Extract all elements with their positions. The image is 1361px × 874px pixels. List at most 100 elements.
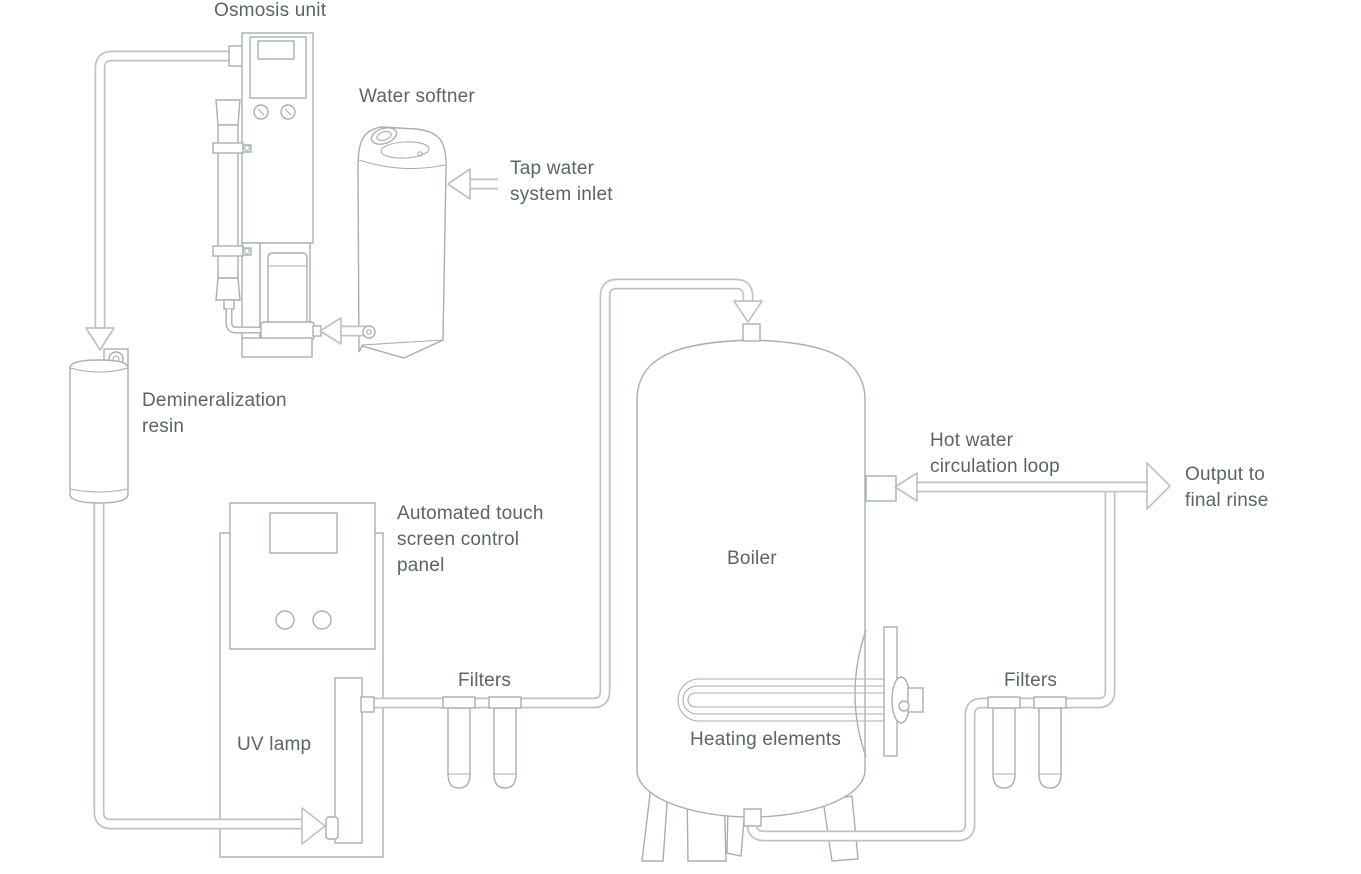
label-uv-lamp: UV lamp: [237, 732, 311, 758]
softener-tank-body: [357, 126, 447, 359]
resin-cylinder: [69, 359, 129, 504]
water-softener-device: [357, 126, 447, 359]
osmosis-pump-body: [267, 252, 308, 326]
arrow-into-boiler-top: [733, 300, 763, 323]
filter-cap: [488, 696, 522, 709]
boiler-side-bulge: [854, 629, 867, 758]
arrow-into-osmosis-pump: [319, 317, 342, 345]
label-tap-water-inlet-line2: system inlet: [510, 184, 613, 205]
osmosis-display-screen: [257, 40, 295, 60]
boiler-bottom-nozzle: [743, 808, 762, 827]
resin-bottom-rim: [69, 488, 129, 493]
softener-bottom-edge: [361, 339, 444, 346]
arrow-output-final-rinse: [1146, 462, 1171, 510]
pipe-osmosis-to-resin-bore: [96, 52, 232, 327]
osmosis-left-column: [241, 242, 261, 341]
membrane-bracket-bolt: [243, 144, 251, 152]
label-control-panel-line2: screen control: [397, 529, 520, 550]
softener-cap-inner: [376, 130, 392, 142]
osmosis-inlet-fitting: [228, 45, 244, 67]
label-filters-left-text: Filters: [458, 670, 512, 691]
label-demineralization-resin: Demineralization resin: [142, 388, 287, 440]
label-hot-water-loop-line2: circulation loop: [930, 456, 1060, 477]
panel-button[interactable]: [275, 610, 295, 630]
arrow-tap-water-inlet: [447, 168, 471, 200]
osmosis-base: [241, 337, 313, 358]
pipe-osmosis-to-resin: [94, 50, 232, 327]
uv-lamp-bar: [334, 677, 363, 844]
boiler-leg: [822, 795, 859, 862]
uv-lamp-outlet-fitting: [360, 696, 375, 713]
softener-head-seam: [358, 159, 446, 170]
touch-screen[interactable]: [269, 512, 338, 554]
heating-element-tubes: [677, 678, 886, 722]
control-panel: [229, 502, 376, 650]
label-heating-elements-text: Heating elements: [690, 729, 842, 750]
label-uv-lamp-text: UV lamp: [237, 734, 312, 755]
membrane-clamp: [212, 142, 244, 154]
panel-button[interactable]: [312, 610, 332, 630]
membrane-clamp: [212, 245, 244, 257]
label-hot-water-loop-line1: Hot water: [930, 430, 1014, 451]
label-filters-right: Filters: [1004, 668, 1057, 694]
label-tap-water-inlet: Tap water system inlet: [510, 156, 613, 208]
label-water-softner: Water softner: [359, 84, 475, 110]
filter-cartridge: [1038, 707, 1062, 789]
softener-outlet-valve-dot: [366, 329, 372, 335]
membrane-bracket-bolt: [243, 247, 251, 255]
softener-top-dot: [417, 151, 423, 157]
osmosis-unit-device: [212, 32, 322, 358]
heating-tube-middle: [682, 685, 886, 715]
boiler: [636, 323, 924, 862]
heating-element-bolt: [898, 700, 910, 712]
softener-to-osmosis-connection: [319, 317, 376, 345]
heating-tube-inner: [687, 692, 886, 708]
uv-lamp-inlet-fitting: [325, 816, 339, 840]
label-filters-right-text: Filters: [1004, 670, 1058, 691]
label-heating-elements: Heating elements: [690, 727, 841, 753]
osmosis-pump-manifold: [260, 321, 315, 341]
pipe-boiler-to-loop-bore: [748, 489, 1114, 840]
label-demineralization-line1: Demineralization: [142, 390, 287, 411]
label-output-line2: final rinse: [1185, 490, 1269, 511]
heating-tube-outer: [677, 678, 886, 722]
filter-cap: [1033, 696, 1067, 709]
membrane-top-cap: [215, 99, 241, 126]
filter-cap: [987, 696, 1021, 709]
uv-lamp-unit: [325, 677, 375, 844]
softener-top-basin: [380, 141, 430, 159]
label-output-line1: Output to: [1185, 464, 1265, 485]
label-boiler: Boiler: [727, 546, 777, 572]
label-osmosis-unit: Osmosis unit: [214, 0, 326, 24]
filters-right-group: [987, 696, 1067, 789]
pipes: [93, 50, 1148, 842]
heating-element-fitting: [907, 687, 924, 713]
boiler-tank-body: [636, 339, 866, 818]
membrane-to-pump-tube-bore: [226, 309, 263, 333]
label-osmosis-unit-text: Osmosis unit: [214, 0, 327, 21]
label-filters-left: Filters: [458, 668, 511, 694]
membrane-bottom-cap: [215, 277, 241, 301]
label-boiler-text: Boiler: [727, 548, 777, 569]
filter-cartridge: [493, 707, 517, 789]
filters-left-group: [442, 696, 522, 789]
arrow-into-uv-lamp: [301, 807, 326, 845]
filter-cartridge: [992, 707, 1016, 789]
filter-cap: [442, 696, 476, 709]
arrow-into-boiler-port: [894, 472, 918, 502]
label-control-panel: Automated touch screen control panel: [397, 501, 544, 579]
boiler-circulation-port: [865, 475, 897, 502]
filter-cartridge: [447, 707, 471, 789]
label-hot-water-loop: Hot water circulation loop: [930, 428, 1060, 480]
flow-arrows: [85, 168, 1171, 845]
pipe-resin-to-uv-bore: [95, 502, 303, 828]
heating-element-boss: [891, 676, 911, 724]
demineralization-resin-device: [69, 348, 129, 504]
label-demineralization-line2: resin: [142, 416, 185, 437]
label-water-softner-text: Water softner: [359, 86, 475, 107]
label-control-panel-line1: Automated touch: [397, 503, 544, 524]
membrane-outlet-fitting: [223, 299, 235, 310]
resin-top-rim: [69, 367, 129, 373]
